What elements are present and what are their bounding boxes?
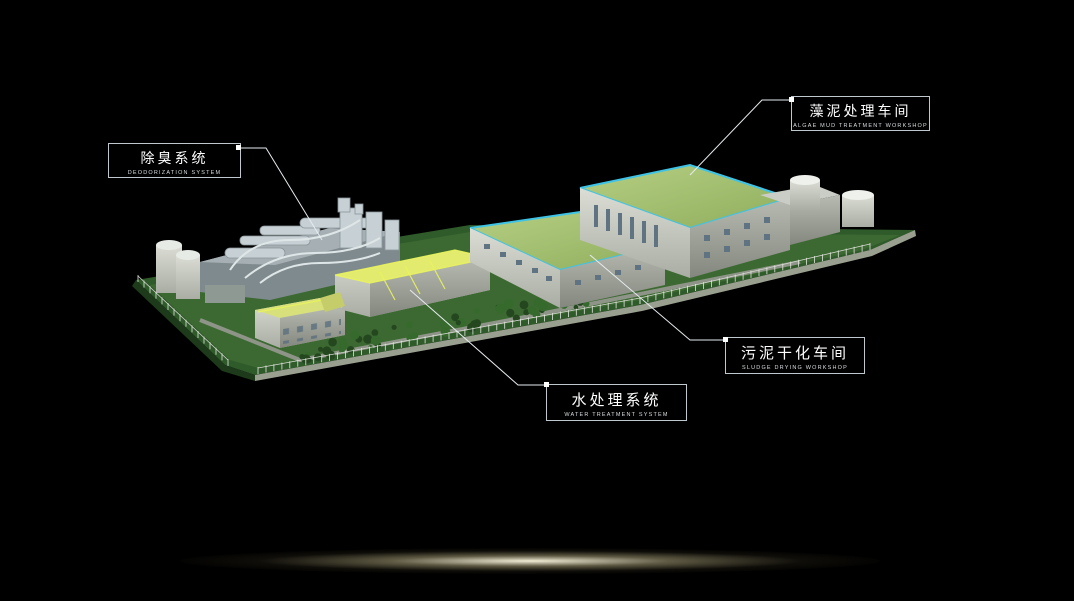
tree — [406, 321, 413, 329]
tree — [495, 303, 506, 314]
label-title: 水处理系统 — [571, 391, 662, 409]
tree — [391, 324, 397, 330]
label-subtitle: WATER TREATMENT SYSTEM — [564, 412, 669, 418]
label-deodorization-system: 除臭系统 DEODORIZATION SYSTEM — [108, 143, 241, 178]
label-subtitle: DEODORIZATION SYSTEM — [127, 170, 222, 176]
tree — [473, 308, 480, 314]
floor-light-glow — [180, 548, 880, 574]
tree — [506, 308, 515, 318]
label-title: 污泥干化车间 — [740, 344, 849, 362]
label-title: 除臭系统 — [140, 151, 209, 167]
label-water-treatment-system: 水处理系统 WATER TREATMENT SYSTEM — [546, 384, 687, 421]
tree — [520, 302, 526, 307]
label-subtitle: ALGAE MUD TREATMENT WORKSHOP — [793, 123, 928, 129]
water-treatment-buildings — [255, 249, 491, 348]
tree — [350, 330, 360, 340]
tree — [370, 335, 381, 346]
fence-rail — [137, 275, 229, 361]
label-title: 藻泥处理车间 — [809, 104, 912, 120]
tree — [338, 340, 349, 351]
tree — [573, 304, 579, 310]
label-subtitle: SLUDGE DRYING WORKSHOP — [741, 365, 849, 371]
tree — [440, 319, 448, 327]
marker-dot-icon — [723, 337, 728, 342]
tree — [472, 319, 481, 328]
marker-dot-icon — [236, 145, 241, 150]
tree — [533, 297, 543, 307]
tree — [326, 350, 336, 360]
marker-dot-icon — [544, 382, 549, 387]
label-sludge-drying-workshop: 污泥干化车间 SLUDGE DRYING WORKSHOP — [725, 337, 865, 374]
tree — [363, 334, 373, 344]
tree — [318, 346, 323, 352]
tree — [328, 337, 337, 347]
marker-dot-icon — [789, 97, 794, 102]
tree — [447, 321, 453, 327]
tree — [504, 298, 514, 309]
tree — [455, 320, 461, 326]
tree — [371, 329, 379, 337]
label-algae-mud-workshop: 藻泥处理车间 ALGAE MUD TREATMENT WORKSHOP — [791, 96, 930, 131]
